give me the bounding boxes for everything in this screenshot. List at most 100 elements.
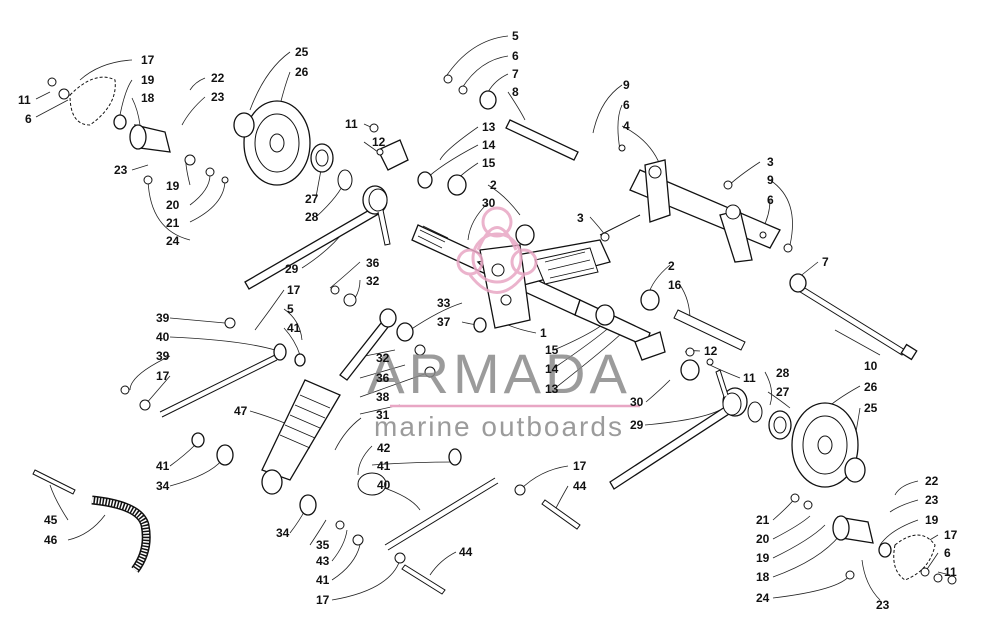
callout-4: 4 (623, 119, 630, 133)
watermark: ARMADA marine outboards (367, 206, 640, 442)
callout-19: 19 (166, 179, 180, 193)
long-bolt (796, 284, 918, 361)
callout-32: 32 (366, 274, 380, 288)
callout-6: 6 (512, 49, 519, 63)
callout-3: 3 (767, 155, 774, 169)
callout-28: 28 (305, 210, 319, 224)
callout-25: 25 (295, 45, 309, 59)
idler-wheel-left (233, 100, 311, 186)
callout-21: 21 (756, 513, 770, 527)
callout-12: 12 (704, 344, 718, 358)
callout-47: 47 (234, 404, 248, 418)
callout-17: 17 (156, 369, 170, 383)
callout-41: 41 (156, 459, 170, 473)
tie-rod-lower (384, 477, 499, 551)
callout-19: 19 (925, 513, 939, 527)
mount-plates (377, 139, 666, 361)
callout-44: 44 (459, 545, 473, 559)
callout-37: 37 (437, 315, 451, 329)
callout-35: 35 (316, 538, 330, 552)
callout-44: 44 (573, 479, 587, 493)
rear-arm-bracket (599, 159, 781, 263)
callout-33: 33 (437, 296, 451, 310)
torsion-spring-right (609, 369, 748, 490)
callout-43: 43 (316, 554, 330, 568)
callout-9: 9 (623, 78, 630, 92)
callout-27: 27 (305, 192, 319, 206)
callout-2: 2 (668, 259, 675, 273)
callout-28: 28 (776, 366, 790, 380)
callout-22: 22 (211, 71, 225, 85)
rear-axle-shaft (505, 119, 579, 161)
callout-17: 17 (141, 53, 155, 67)
callout-13: 13 (545, 382, 559, 396)
callout-41: 41 (316, 573, 330, 587)
callout-17: 17 (944, 528, 958, 542)
callout-6: 6 (623, 98, 630, 112)
callout-40: 40 (156, 330, 170, 344)
callout-11: 11 (345, 117, 358, 131)
callout-38: 38 (376, 390, 390, 404)
callout-15: 15 (545, 343, 559, 357)
callout-14: 14 (545, 362, 559, 376)
callout-39: 39 (156, 311, 170, 325)
callout-18: 18 (141, 91, 155, 105)
callout-23: 23 (211, 90, 225, 104)
side-plates (69, 76, 936, 581)
small-hardware (47, 74, 957, 585)
callout-5: 5 (287, 302, 294, 316)
spacer-tube (673, 309, 746, 351)
callout-23: 23 (925, 493, 939, 507)
callout-45: 45 (44, 513, 58, 527)
wheel-hubs (113, 114, 892, 558)
callout-24: 24 (166, 234, 180, 248)
bushings (191, 90, 807, 516)
callout-6: 6 (944, 546, 951, 560)
callout-31: 31 (376, 408, 390, 422)
callout-23: 23 (876, 598, 890, 612)
callout-7: 7 (822, 255, 829, 269)
callout-12: 12 (372, 135, 386, 149)
callout-3: 3 (577, 211, 584, 225)
callout-23: 23 (114, 163, 128, 177)
callout-11: 11 (18, 93, 31, 107)
callout-24: 24 (756, 591, 770, 605)
callout-21: 21 (166, 216, 180, 230)
torsion-spring-left (244, 185, 391, 290)
callout-7: 7 (512, 67, 519, 81)
watermark-tagline: marine outboards (374, 411, 624, 442)
limiter-strap-rod (32, 469, 76, 495)
callout-2: 2 (490, 178, 497, 192)
callout-11: 11 (743, 371, 756, 385)
callout-34: 34 (156, 479, 170, 493)
callout-19: 19 (756, 551, 770, 565)
callout-34: 34 (276, 526, 290, 540)
callout-6: 6 (25, 112, 32, 126)
callout-42: 42 (377, 441, 391, 455)
callout-9: 9 (767, 173, 774, 187)
callout-29: 29 (285, 262, 299, 276)
callout-17: 17 (573, 459, 587, 473)
callout-20: 20 (756, 532, 770, 546)
callout-41: 41 (287, 321, 301, 335)
callout-17: 17 (316, 593, 330, 607)
callout-19: 19 (141, 73, 155, 87)
callout-41: 41 (377, 459, 391, 473)
callout-25: 25 (864, 401, 878, 415)
watermark-logo-icon (456, 206, 538, 294)
callout-14: 14 (482, 138, 496, 152)
callout-15: 15 (482, 156, 496, 170)
callout-36: 36 (376, 371, 390, 385)
callout-17: 17 (287, 283, 301, 297)
callout-13: 13 (482, 120, 496, 134)
callout-20: 20 (166, 198, 180, 212)
idler-wheel-right (791, 402, 866, 488)
callout-26: 26 (864, 380, 878, 394)
callout-32: 32 (376, 351, 390, 365)
callout-36: 36 (366, 256, 380, 270)
callout-8: 8 (512, 85, 519, 99)
callout-30: 30 (482, 196, 496, 210)
callout-40: 40 (377, 478, 391, 492)
tie-rod-upper (159, 354, 278, 418)
